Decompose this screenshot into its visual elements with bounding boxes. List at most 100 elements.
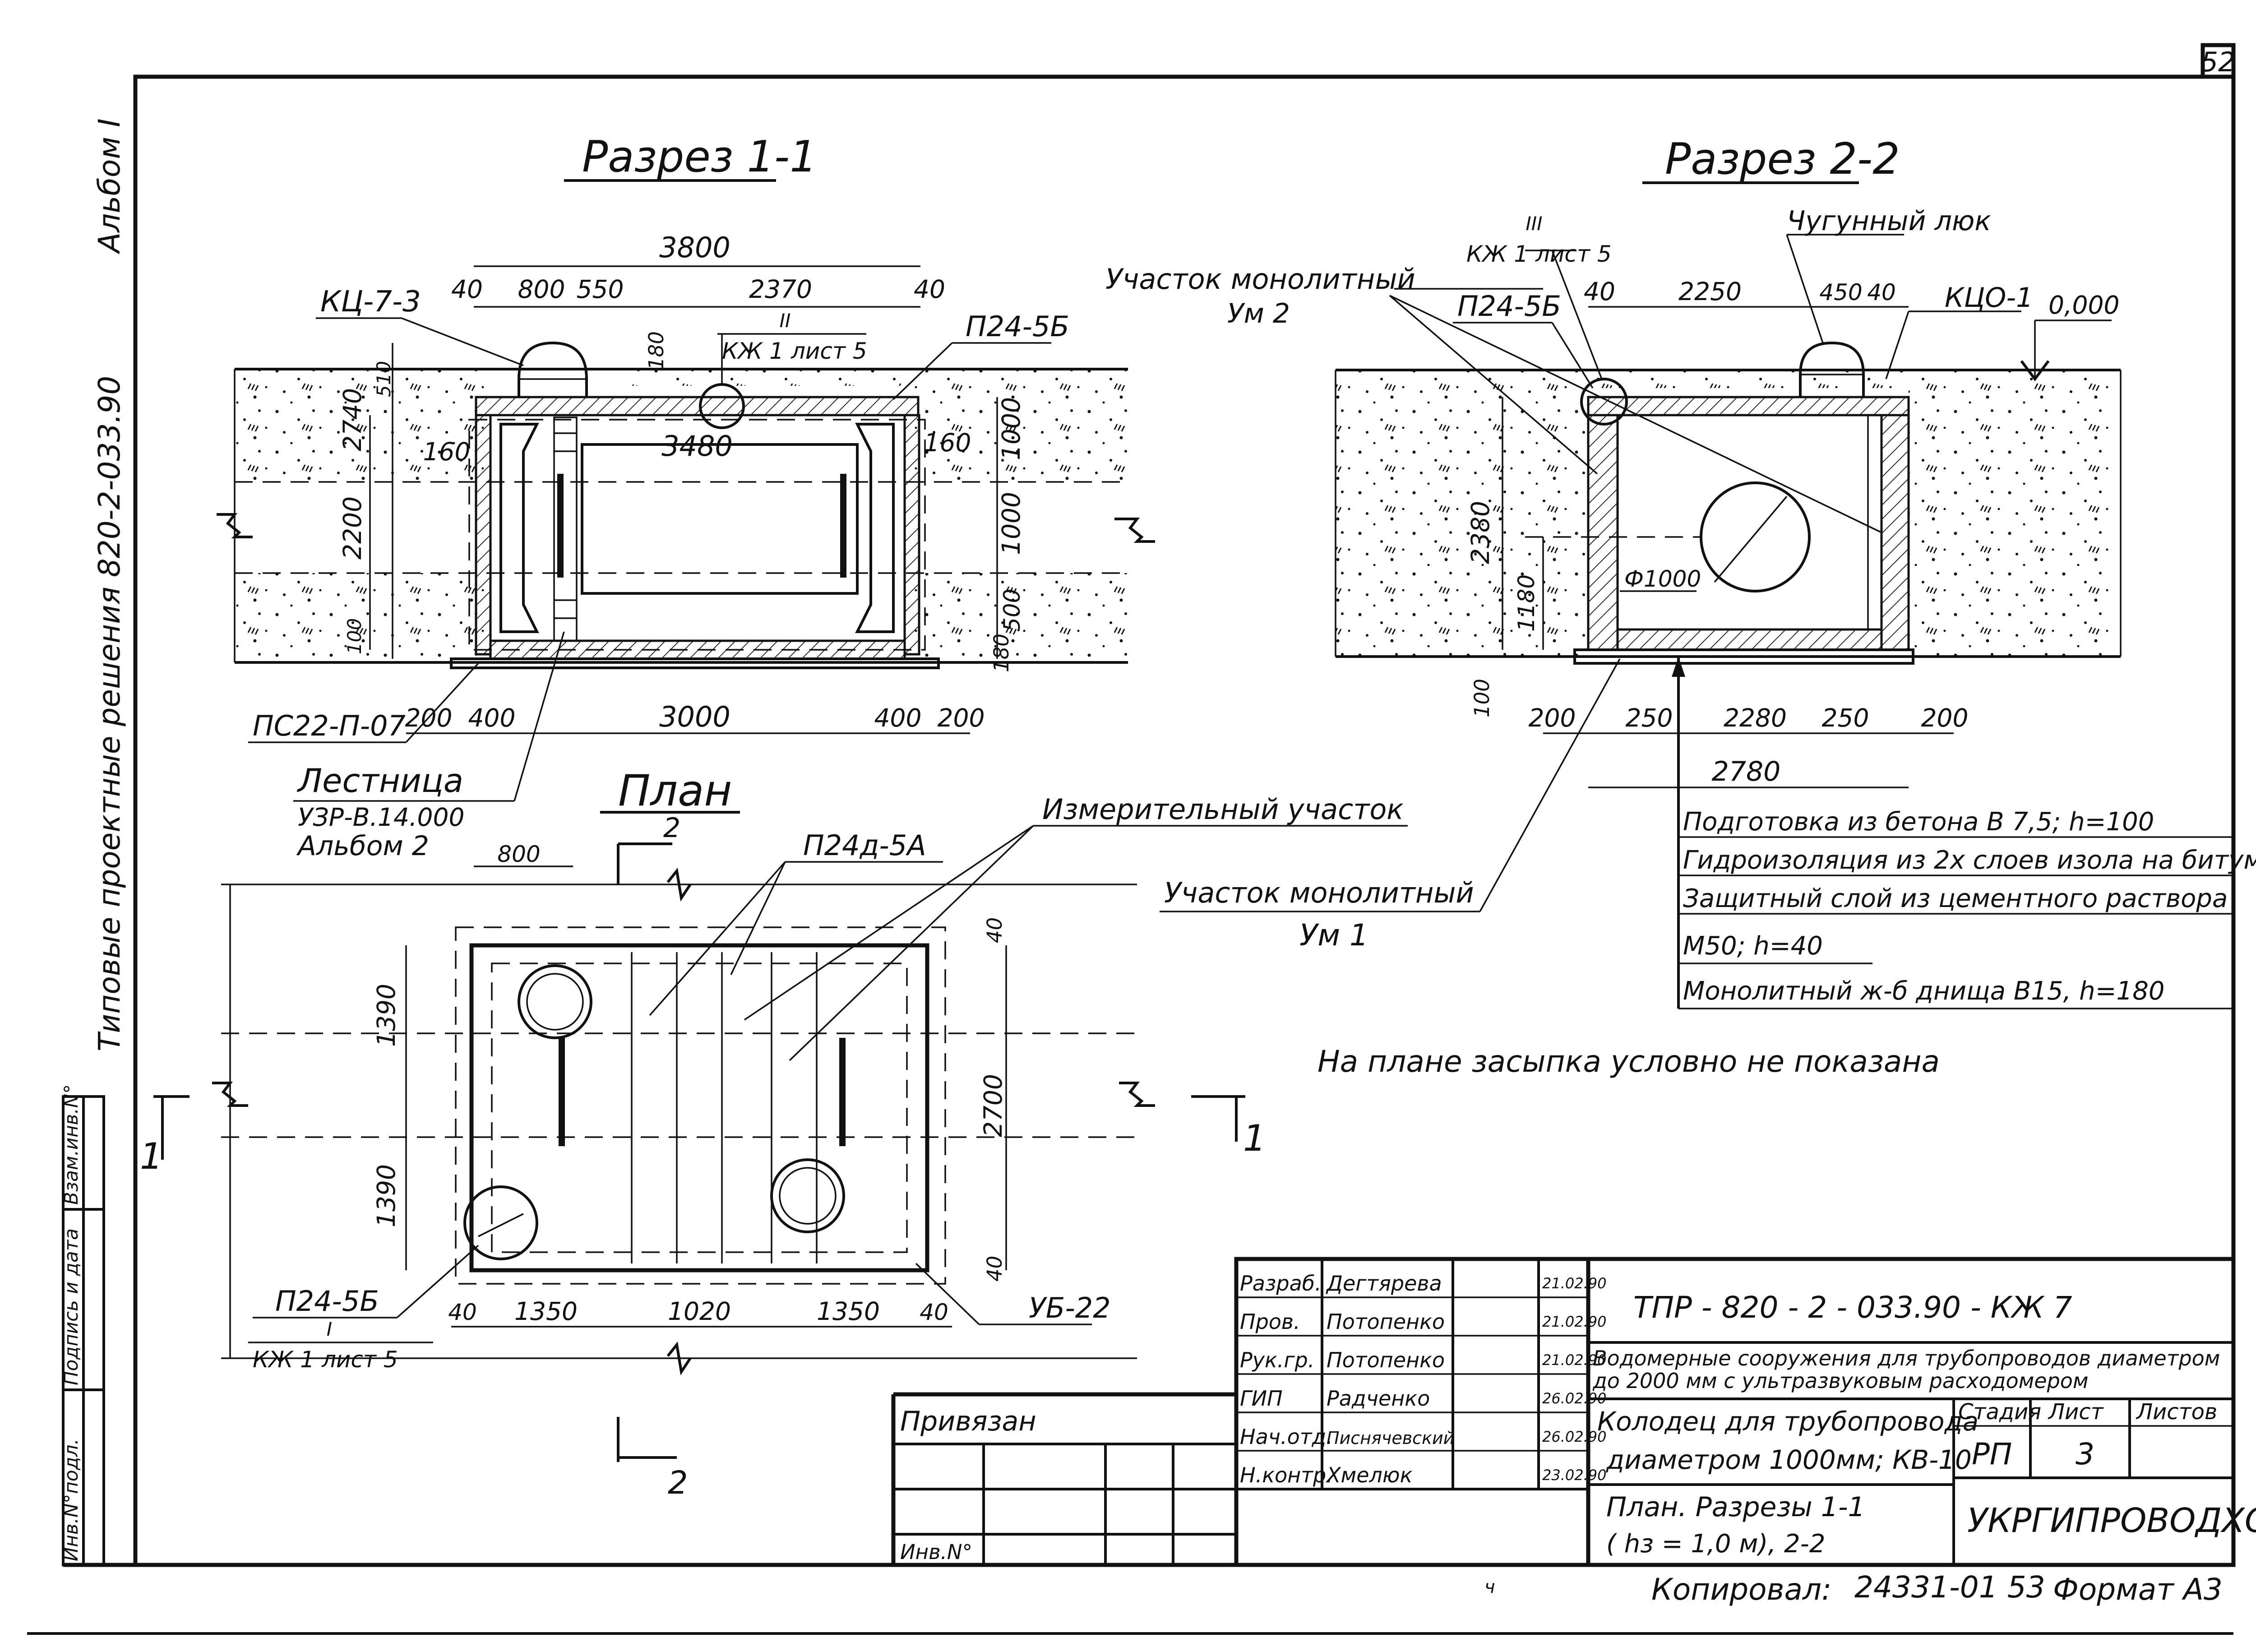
callout-kco: КЦО-1: [1945, 282, 2033, 314]
layer-2: Гидроизоляция из 2х слоев изола на битум…: [1683, 846, 2256, 875]
left-wall-1: [475, 414, 492, 656]
cover-slab-1: [475, 396, 920, 416]
sheet-header: Лист: [2048, 1399, 2104, 1425]
pipe-diameter: Ф1000: [1624, 566, 1701, 592]
name-1: Потопенко: [1327, 1310, 1445, 1334]
date-1: 21.02.90: [1542, 1313, 1607, 1330]
soil-22-top: [1588, 370, 1909, 388]
pipe-1: [581, 443, 859, 595]
bound-label: Привязан: [900, 1406, 1036, 1437]
dim-400a: 400: [468, 703, 516, 732]
cover-slab-2: [1587, 396, 1910, 416]
dim-2370: 2370: [749, 275, 812, 304]
plan-measuring: Измерительный участок: [1042, 793, 1404, 826]
callout-ladder-album: Альбом 2: [296, 830, 429, 862]
plan-node-i-num: I: [327, 1318, 332, 1340]
copied-label: Копировал:: [1651, 1572, 1831, 1607]
callout-slab-2: П24-5Б: [1457, 290, 1561, 323]
dim-100: 100: [343, 618, 365, 654]
dim22-2780: 2780: [1712, 756, 1781, 787]
section-2-2: Разрез 2-2 Участок монолитный: [1105, 134, 2256, 1009]
plan-dim-1020: 1020: [668, 1297, 731, 1326]
role-2: Рук.гр.: [1240, 1348, 1314, 1372]
plan-view: План 2 2 1 1: [140, 766, 1940, 1501]
dim22-250a: 250: [1626, 703, 1673, 732]
dim22-40: 40: [1584, 277, 1615, 306]
hatch-dome-1: [518, 341, 588, 397]
right-wall-1: [903, 414, 920, 656]
node-ii-circle: [699, 383, 745, 429]
date-4: 26.02.90: [1542, 1428, 1607, 1445]
plan-flange-right: [839, 1038, 846, 1146]
page-number-box: [2201, 43, 2236, 79]
stray-mark: ч: [1484, 1577, 1495, 1597]
date-0: 21.02.90: [1542, 1275, 1607, 1292]
date-2: 21.02.90: [1542, 1351, 1607, 1369]
dim22-100: 100: [1470, 679, 1494, 717]
role-0: Разраб.: [1240, 1271, 1322, 1296]
dim22-2250: 2250: [1678, 277, 1742, 306]
node-iii-circle: [1580, 378, 1628, 426]
role-4: Нач.отд.: [1240, 1425, 1333, 1449]
node-iii-num: III: [1526, 213, 1542, 235]
plan-dim-1350a: 1350: [514, 1297, 578, 1326]
dim-160l: 160: [423, 437, 471, 466]
plan-dim-40b2: 40: [920, 1299, 948, 1325]
soil-right-bottom: [911, 573, 1128, 659]
callout-um1: Ум 1: [1299, 918, 1368, 953]
dim-1000a: 1000: [997, 397, 1026, 460]
callout-um2: Ум 2: [1227, 298, 1290, 329]
level-0: 0,000: [2048, 291, 2119, 319]
dim-200b: 200: [938, 703, 985, 732]
dim22-1180: 1180: [1513, 574, 1539, 632]
stamp-replace: Взам.инв.N°: [60, 1084, 82, 1205]
callout-kc: КЦ-7-3: [320, 285, 421, 319]
plan-title: План: [618, 766, 732, 816]
page-number: 52: [2201, 46, 2235, 78]
sheet-title-1: План. Разрезы 1-1: [1606, 1491, 1865, 1523]
album-label: Альбом I: [92, 118, 127, 255]
dim-400b: 400: [874, 703, 922, 732]
dim-510: 510: [373, 361, 395, 397]
dim22-250b: 250: [1822, 703, 1869, 732]
callout-ladder: Лестница: [296, 762, 463, 800]
plan-dim-1350b: 1350: [817, 1297, 880, 1326]
node-ii-ref: КЖ 1 лист 5: [722, 338, 867, 364]
role-row: Разраб. Дегтярева 21.02.90 Пров. Потопен…: [1240, 1271, 1607, 1487]
dim-180-top: 180: [644, 331, 668, 370]
node-ii-num: II: [780, 310, 791, 332]
format-label: Формат A3: [2053, 1572, 2223, 1607]
dim-160r: 160: [924, 428, 971, 457]
dim22-2380: 2380: [1466, 501, 1495, 564]
layer-1: Подготовка из бетона В 7,5; h=100: [1683, 807, 2154, 837]
sheets-header: Листов: [2136, 1399, 2217, 1425]
role-5: Н.контр.: [1240, 1463, 1333, 1487]
bottom-slab-2: [1616, 628, 1883, 651]
doc-code: ТПР - 820 - 2 - 033.90 - КЖ 7: [1633, 1290, 2072, 1325]
node-iii-ref: КЖ 1 лист 5: [1466, 241, 1612, 267]
sheet-value: 3: [2076, 1437, 2094, 1472]
copy-code: 24331-01 53: [1854, 1570, 2045, 1605]
callout-monolith-2: Участок монолитный: [1105, 263, 1415, 296]
plan-note: На плане засыпка условно не показана: [1318, 1044, 1940, 1079]
callout-slab-1: П24-5Б: [966, 310, 1069, 343]
plan-dim-40: 40: [448, 1299, 477, 1325]
flange-right: [840, 474, 846, 578]
plan-flange-left: [559, 1038, 565, 1146]
dim-3800: 3800: [659, 231, 730, 264]
plan-dim-1390a: 1390: [372, 984, 401, 1047]
date-3: 26.02.90: [1542, 1390, 1607, 1407]
dim-1000b: 1000: [997, 492, 1026, 555]
callout-hatch-lid: Чугунный люк: [1787, 205, 1991, 237]
plan-dim-1390b: 1390: [372, 1164, 401, 1227]
stamp-sign: Подпись и дата: [60, 1228, 82, 1385]
callout-ladder-ref: УЗР-В.14.000: [298, 803, 464, 832]
stamp-inv: Инв.N°подл.: [60, 1439, 82, 1561]
role-1: Пров.: [1240, 1310, 1300, 1334]
section-1-1: Разрез 1-1: [217, 132, 1155, 862]
dim-2200: 2200: [338, 496, 367, 560]
plan-dim-40a: 40: [983, 917, 1007, 943]
plan-chamber: [469, 943, 929, 1273]
soil-cover: [632, 368, 902, 386]
